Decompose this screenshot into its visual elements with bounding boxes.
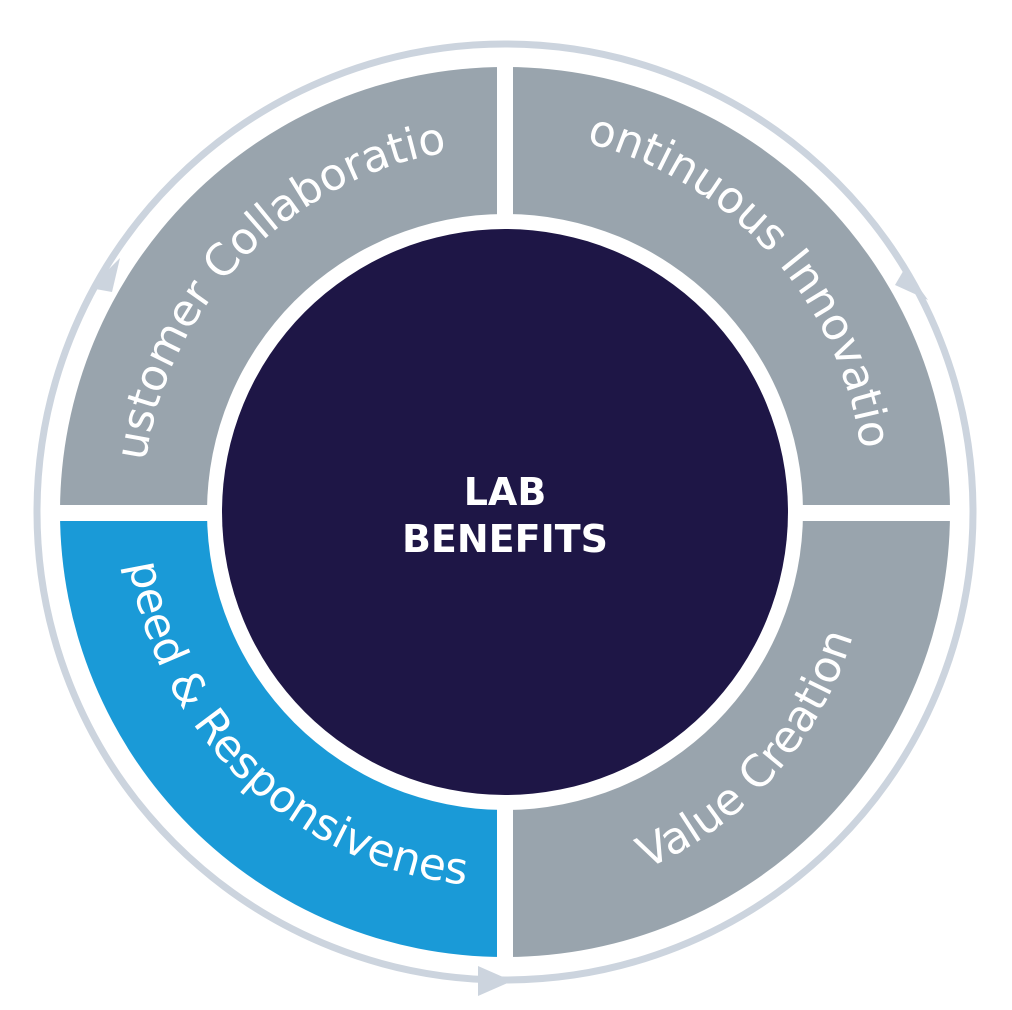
arrow-up-icon — [895, 268, 928, 300]
arrow-left-icon — [90, 258, 120, 292]
center-title-line2: BENEFITS — [402, 517, 608, 561]
arrow-right-icon — [478, 966, 512, 996]
outer-cycle-ring — [33, 40, 977, 996]
center-title-line1: LAB — [464, 470, 547, 514]
center-circle — [222, 229, 788, 795]
